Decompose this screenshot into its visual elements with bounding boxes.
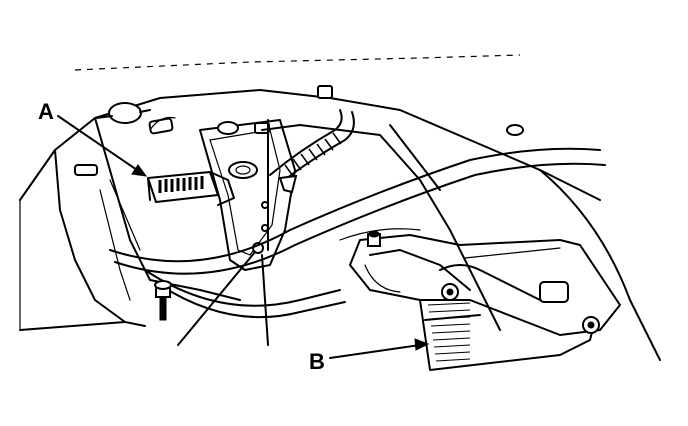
callout-label-a: A xyxy=(38,99,54,124)
bracket-bolts xyxy=(367,230,600,334)
body-panel xyxy=(19,89,601,331)
ecu-box xyxy=(419,299,596,371)
connector-a xyxy=(147,171,235,206)
bolt-left xyxy=(154,280,172,321)
hook-bracket xyxy=(95,102,176,131)
wire-harness xyxy=(269,109,355,194)
callout-arrow-a xyxy=(57,115,148,177)
body-tabs xyxy=(74,85,524,176)
ecu-bracket xyxy=(349,234,621,336)
hood-edge-dashed xyxy=(74,54,521,71)
leader-lines xyxy=(177,119,501,346)
callout-arrow-b xyxy=(329,338,430,359)
callout-label-b: B xyxy=(309,349,325,374)
right-panel-edge xyxy=(539,169,661,361)
